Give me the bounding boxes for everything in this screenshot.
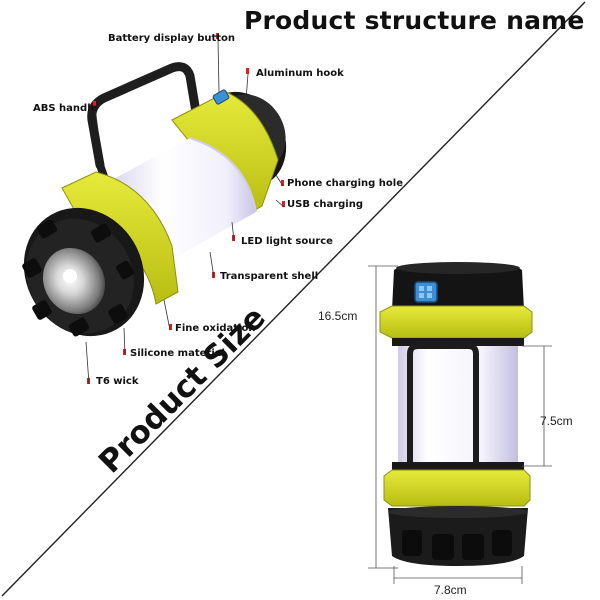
label-battery-display-button: Battery display button bbox=[108, 33, 236, 44]
abs-handle-shape bbox=[87, 62, 201, 170]
label-phone-charging-hole: Phone charging hole bbox=[287, 178, 403, 189]
led-body-shape bbox=[112, 138, 256, 256]
callout-lines bbox=[85, 38, 285, 385]
dimension-height: 16.5cm bbox=[318, 309, 358, 323]
label-led-light-source: LED light source bbox=[241, 236, 333, 247]
label-aluminum-hook: Aluminum hook bbox=[256, 68, 344, 79]
structure-lantern-illustration bbox=[22, 62, 287, 337]
size-led-body bbox=[398, 346, 518, 464]
dimension-lines bbox=[368, 265, 552, 584]
label-fine-oxidation: Fine oxidation bbox=[175, 323, 256, 334]
diagonal-divider bbox=[1, 1, 586, 597]
label-usb-charging: USB charging bbox=[287, 199, 364, 210]
battery-button-shape bbox=[212, 89, 230, 105]
dimension-body-height: 7.5cm bbox=[540, 414, 573, 428]
size-battery-button bbox=[414, 281, 438, 303]
label-transparent-shell: Transparent shell bbox=[220, 271, 319, 282]
label-silicone-material: Silicone material bbox=[130, 348, 225, 359]
label-abs-handle: ABS handle bbox=[33, 103, 98, 114]
dimension-width: 7.8cm bbox=[434, 583, 467, 597]
label-t6-wick: T6 wick bbox=[96, 376, 139, 387]
size-lantern-illustration bbox=[379, 262, 533, 566]
page-title: Product structure name bbox=[244, 6, 585, 35]
